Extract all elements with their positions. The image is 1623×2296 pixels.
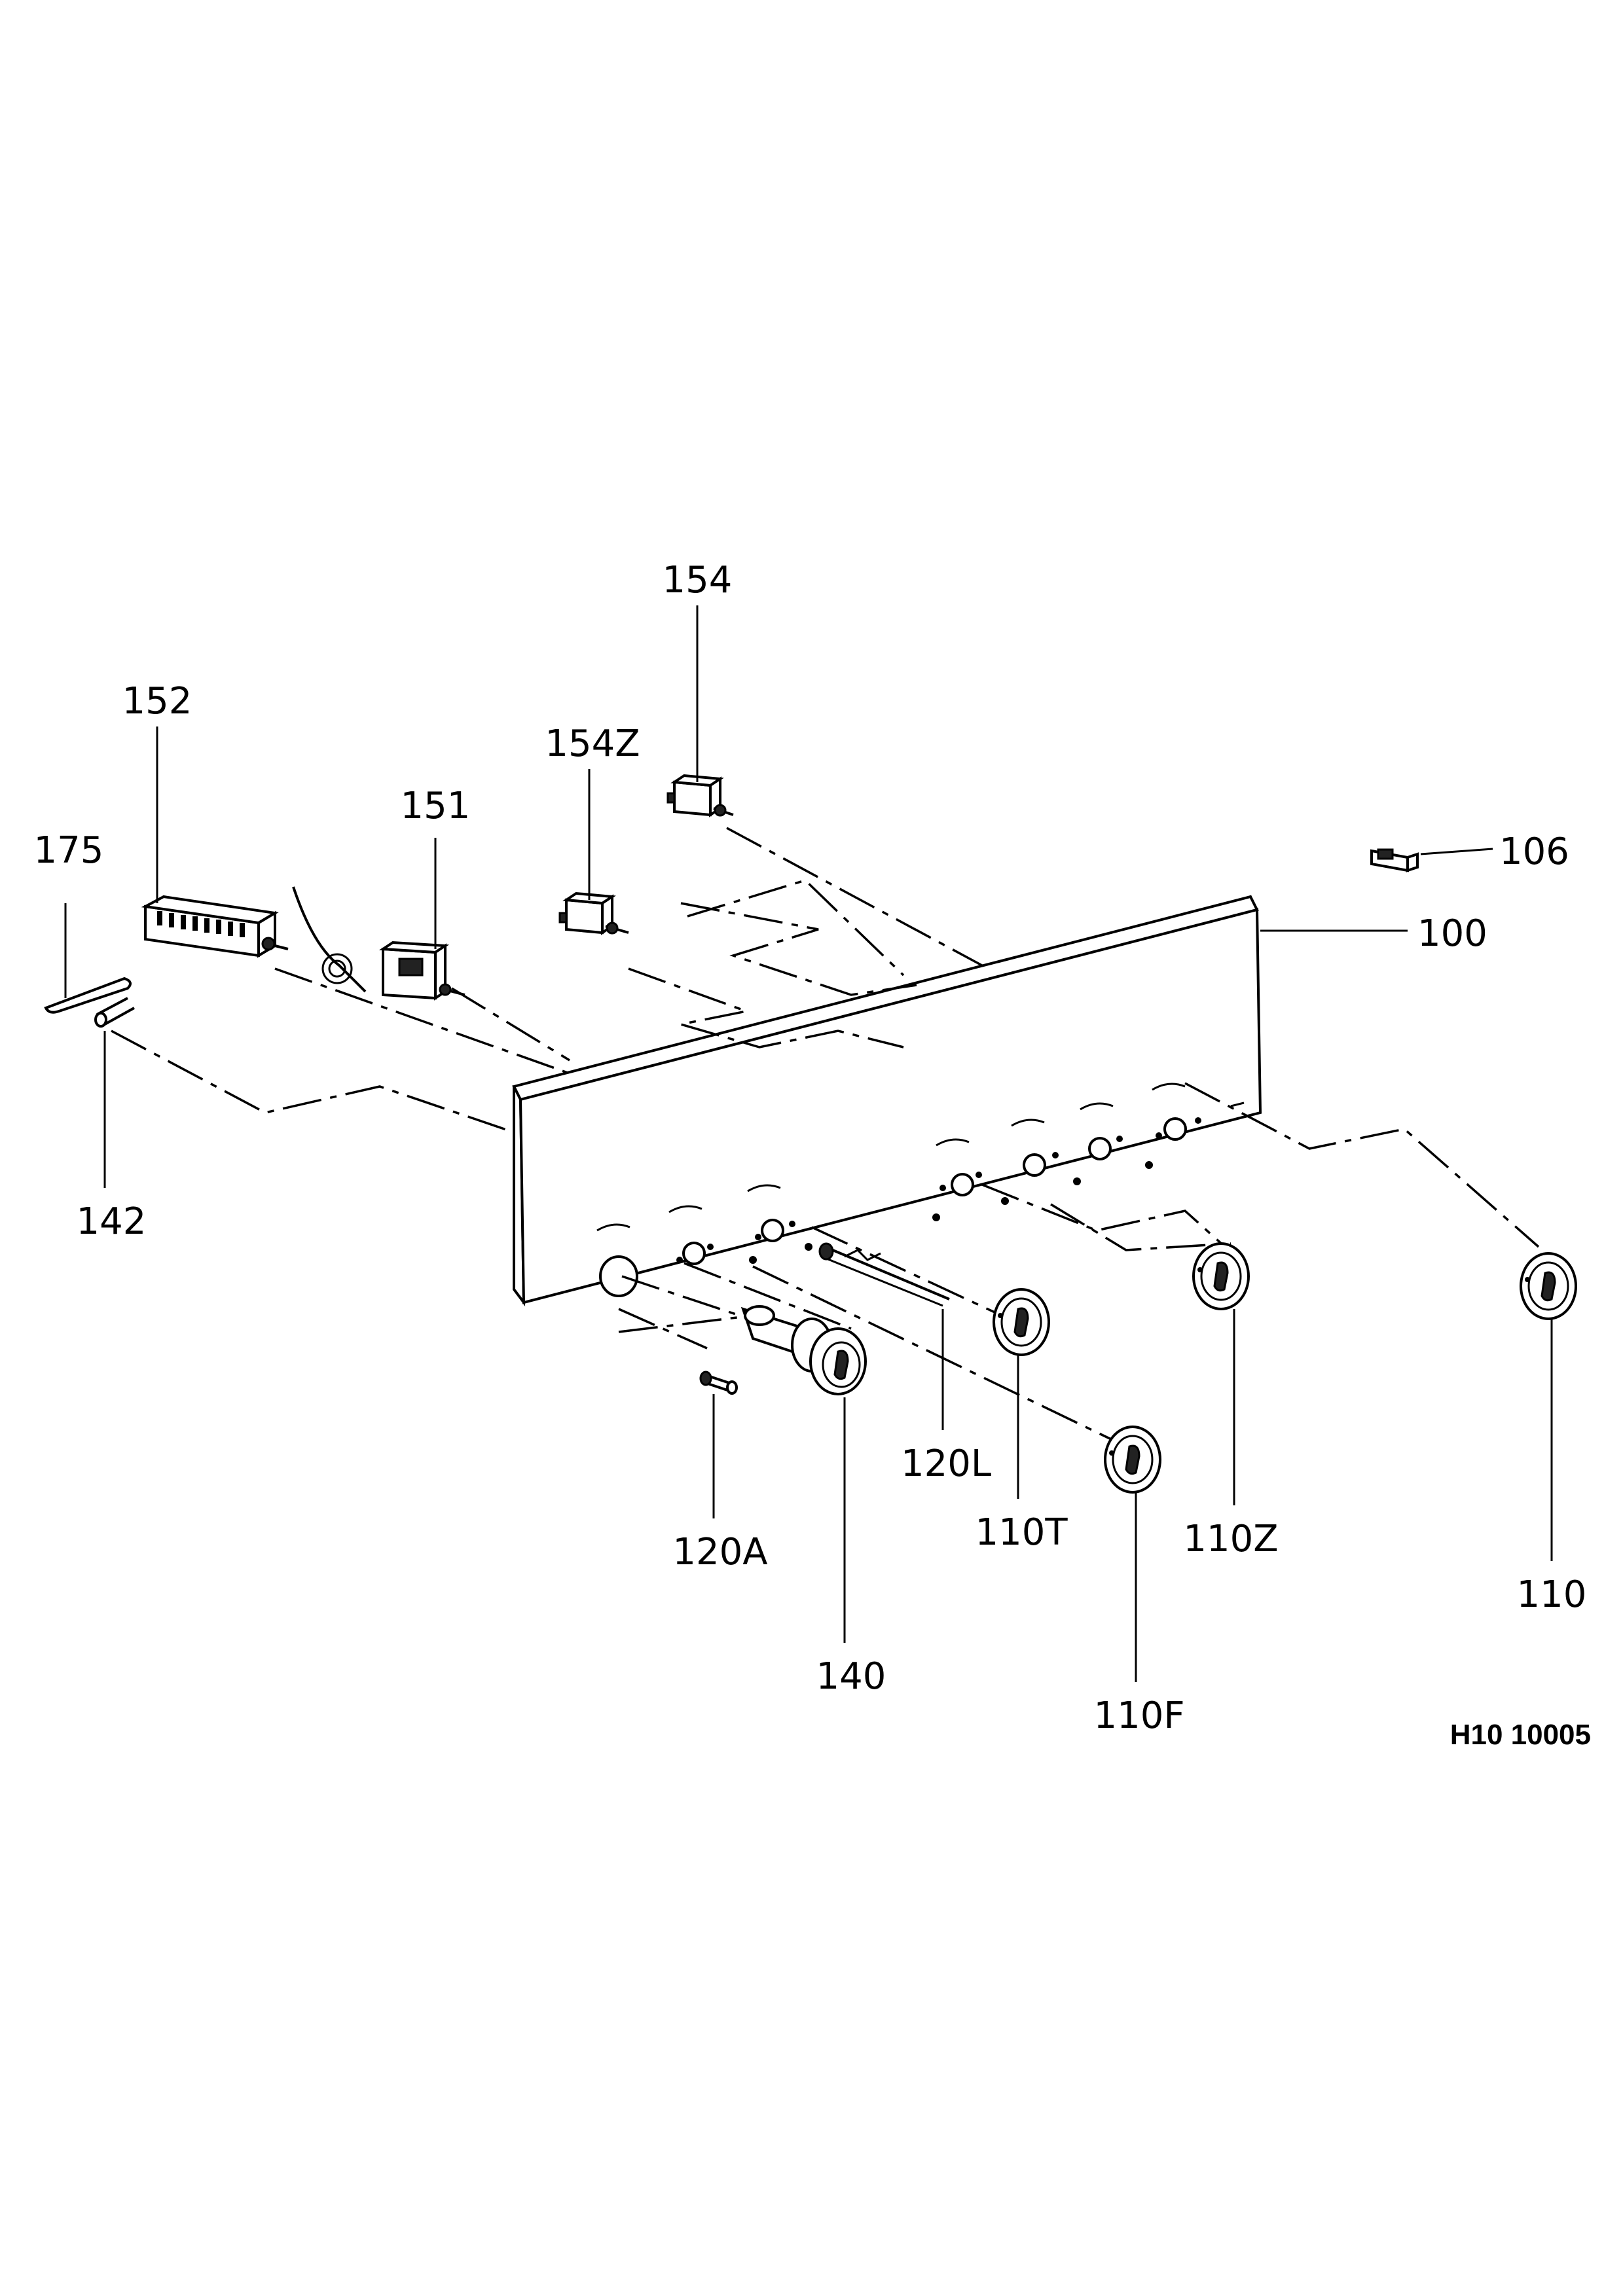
label-154: 154 bbox=[663, 559, 733, 601]
label-106: 106 bbox=[1499, 831, 1569, 873]
knob-110 bbox=[1520, 1252, 1577, 1320]
switch-154z bbox=[558, 891, 629, 935]
pin-120l bbox=[818, 1242, 950, 1307]
screw-120a bbox=[699, 1371, 738, 1395]
label-110: 110 bbox=[1517, 1573, 1587, 1616]
assembly-lines bbox=[111, 827, 1540, 1448]
label-110t: 110T bbox=[975, 1511, 1068, 1554]
knob-110t bbox=[993, 1288, 1050, 1356]
label-152: 152 bbox=[122, 680, 192, 723]
switch-154 bbox=[666, 774, 734, 817]
terminal-block-152 bbox=[141, 895, 289, 958]
drawing-code: H10 10005 bbox=[1450, 1719, 1591, 1751]
label-120l: 120L bbox=[901, 1443, 991, 1485]
label-110f: 110F bbox=[1093, 1695, 1184, 1737]
label-100: 100 bbox=[1417, 912, 1487, 955]
label-154z: 154Z bbox=[545, 723, 640, 765]
label-175: 175 bbox=[34, 829, 104, 872]
control-panel bbox=[512, 895, 1262, 1307]
label-110z: 110Z bbox=[1183, 1518, 1278, 1560]
leader-lines bbox=[64, 605, 1553, 1682]
bracket-175 bbox=[44, 977, 132, 1014]
label-140: 140 bbox=[816, 1655, 886, 1698]
thermostat-151 bbox=[292, 886, 465, 1001]
label-151: 151 bbox=[401, 785, 471, 827]
knob-110z bbox=[1192, 1242, 1250, 1310]
label-142: 142 bbox=[77, 1200, 147, 1243]
rod-142 bbox=[94, 997, 135, 1028]
knob-110f bbox=[1104, 1426, 1161, 1494]
knob-140 bbox=[740, 1305, 867, 1395]
label-120a: 120A bbox=[672, 1531, 767, 1573]
lamp-106 bbox=[1370, 848, 1419, 872]
